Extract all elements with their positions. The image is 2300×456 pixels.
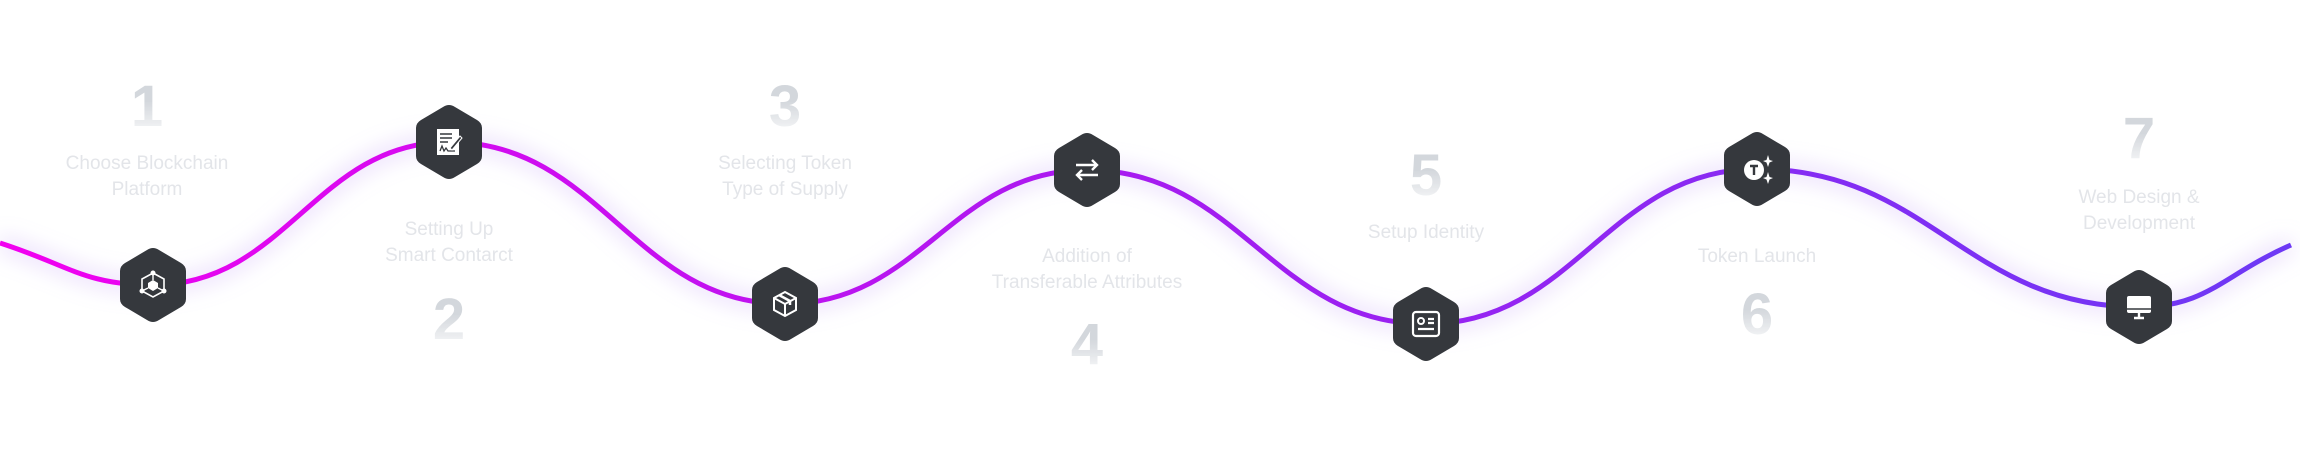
step-number-7: 7 xyxy=(2122,106,2156,171)
hexagon-shape xyxy=(1393,287,1459,361)
step-label-line: Web Design & xyxy=(2078,187,2200,208)
step-number-3: 3 xyxy=(768,74,802,139)
step-label-line: Smart Contarct xyxy=(385,245,513,266)
step-number-6: 6 xyxy=(1740,282,1774,347)
monitor-icon xyxy=(2127,296,2151,320)
step-label-line: Choose Blockchain xyxy=(65,153,229,174)
step-node-6[interactable] xyxy=(1722,130,1792,208)
step-label-7: Web Design & Development xyxy=(2078,185,2199,237)
step-label-2: Setting Up Smart Contarct xyxy=(385,217,513,269)
step-label-4: Addition of Transferable Attributes xyxy=(992,244,1182,296)
step-label-line: Addition of xyxy=(1042,246,1132,267)
step-node-2[interactable] xyxy=(414,103,484,181)
step-label-line: Setup Identity xyxy=(1367,222,1485,243)
step-node-7[interactable] xyxy=(2104,268,2174,346)
step-label-line: Development xyxy=(2083,213,2195,234)
blockchain-cube-icon xyxy=(139,270,167,298)
step-label-5: Setup Identity xyxy=(1368,220,1484,246)
step-number-2: 2 xyxy=(432,287,466,352)
step-number-1: 1 xyxy=(130,74,164,139)
step-number-5: 5 xyxy=(1409,143,1443,208)
step-label-6: Token Launch xyxy=(1698,244,1816,270)
id-card-icon xyxy=(1411,310,1441,338)
step-label-line: Selecting Token xyxy=(718,153,852,174)
step-number-4: 4 xyxy=(1070,312,1104,377)
step-label-line: Token Launch xyxy=(1697,246,1817,267)
step-node-3[interactable] xyxy=(750,265,820,343)
token-sparkle-icon xyxy=(1744,155,1773,184)
hexagon-shape xyxy=(1054,133,1120,207)
step-node-4[interactable] xyxy=(1052,131,1122,209)
step-label-line: Type of Supply xyxy=(722,179,848,200)
package-box-icon xyxy=(773,290,797,318)
step-label-line: Setting Up xyxy=(404,219,494,240)
step-node-5[interactable] xyxy=(1391,285,1461,363)
step-label-line: Transferable Attributes xyxy=(991,272,1183,293)
step-label-line: Platform xyxy=(111,179,183,200)
contract-signature-icon xyxy=(437,129,463,155)
step-node-1[interactable] xyxy=(118,246,188,324)
transfer-arrows-icon xyxy=(1075,159,1099,181)
